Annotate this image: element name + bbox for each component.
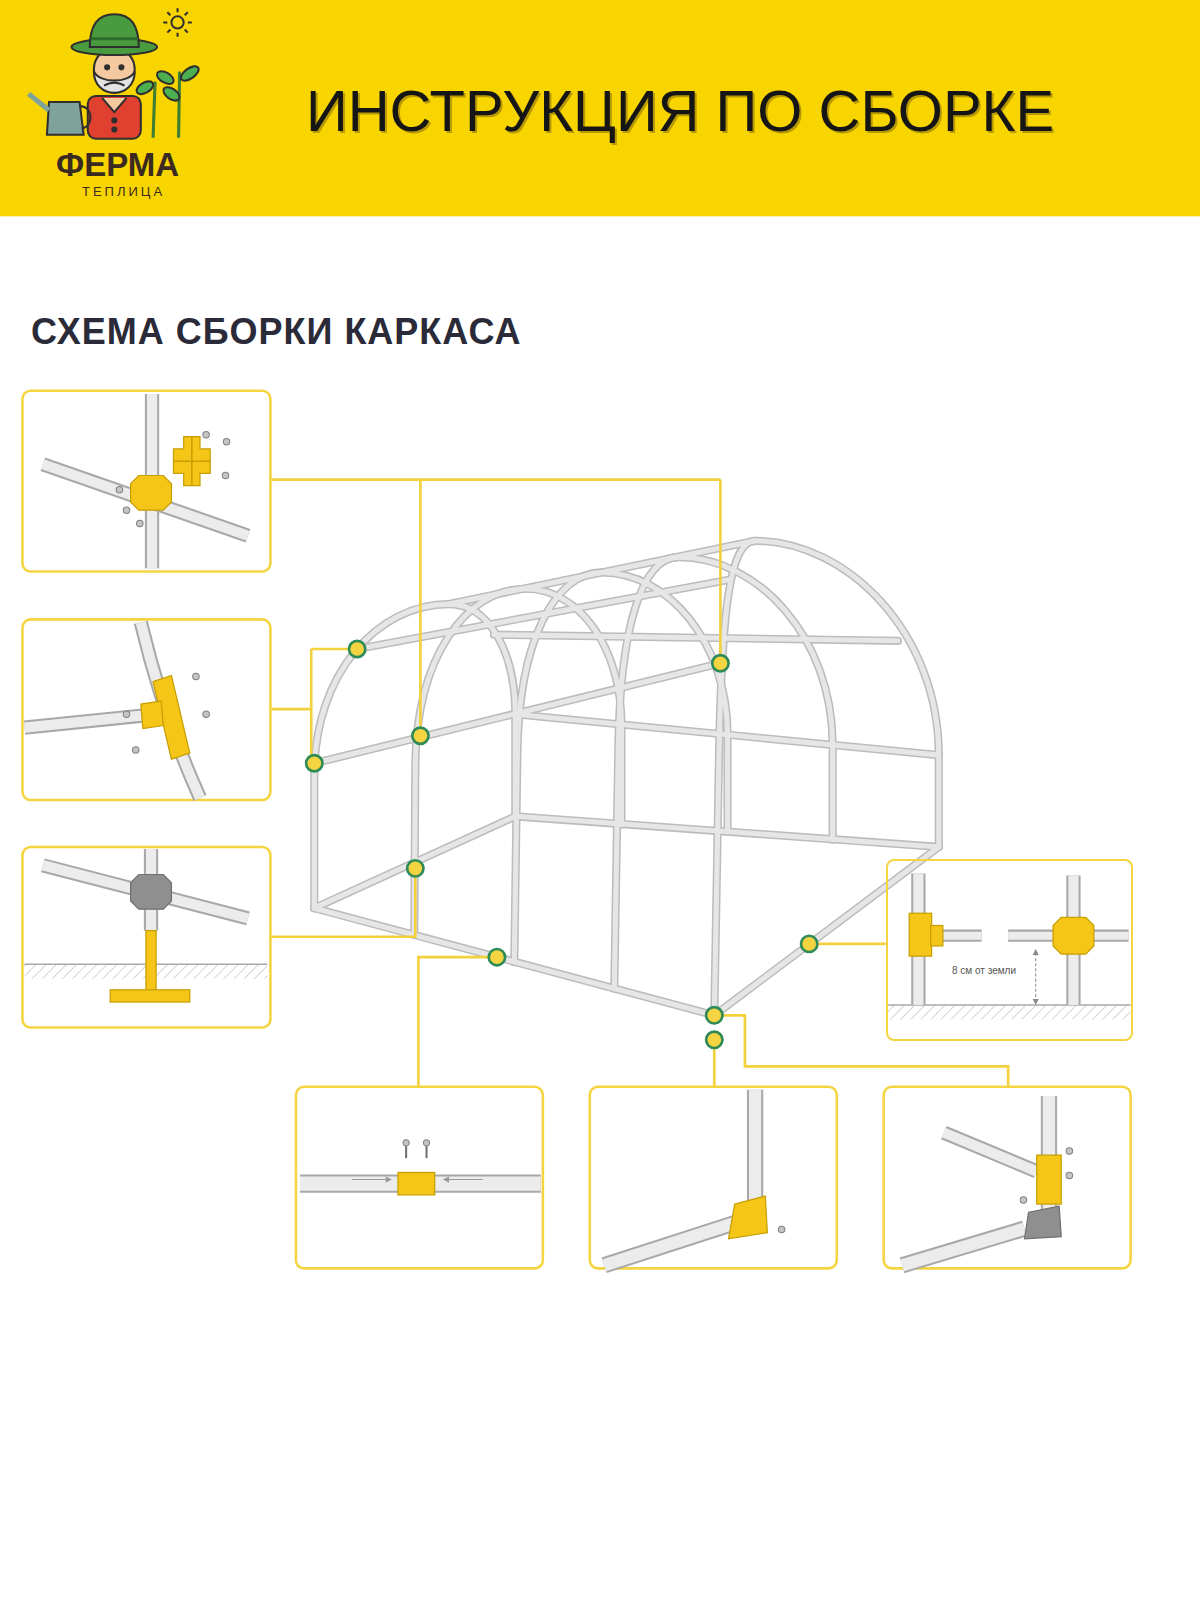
joint-markers — [306, 641, 817, 1048]
brand-name: ФЕРМА — [56, 146, 179, 184]
greenhouse-frame — [314, 541, 938, 1015]
header-band — [0, 0, 1200, 216]
page-title: ИНСТРУКЦИЯ ПО СБОРКЕ — [306, 76, 1054, 146]
farmer-logo — [29, 8, 202, 139]
detail-box: 8 см от земли — [886, 859, 1133, 1041]
ground-stake-detail — [24, 849, 267, 1002]
dimension-note: 8 см от земли — [952, 964, 1016, 977]
brand-subtitle: ТЕПЛИЦА — [82, 184, 165, 200]
leader-lines — [270, 480, 1008, 1087]
coupler-detail — [300, 1140, 541, 1195]
corner-tee-detail — [902, 1096, 1073, 1265]
post-height-detail — [888, 873, 1131, 1019]
cross-connector-detail — [43, 394, 248, 568]
detail-frames — [22, 391, 1130, 1269]
tee-connector-detail — [24, 622, 209, 798]
corner-detail — [604, 1090, 785, 1266]
section-heading: СХЕМА СБОРКИ КАРКАСА — [31, 311, 522, 353]
